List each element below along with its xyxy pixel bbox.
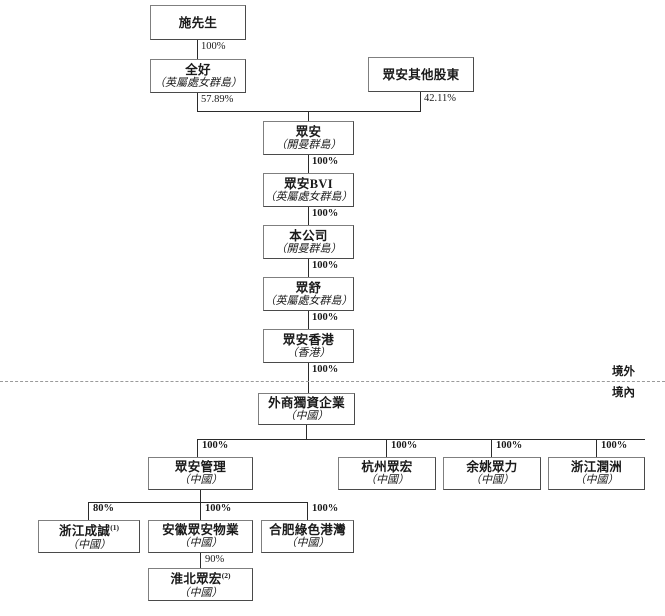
node-huaibei-label: 淮北眾宏 [170,572,222,587]
node-zhongshu-name: 眾舒 [295,280,322,295]
node-zhongan-hk-place: （香港） [286,346,331,359]
offshore-onshore-divider [0,381,665,382]
pct-others-to-zhongan: 42.11% [424,93,456,104]
pct-bvi-to-company: 100% [312,208,339,219]
node-quanhao-place: （英屬處女群島） [154,76,242,89]
connector-wfoe-to-hangzhou [386,439,387,457]
pct-zhongan-to-bvi: 100% [312,156,339,167]
node-huaibei-place: （中國） [178,586,223,599]
pct-zhongshu-to-hk: 100% [312,312,339,323]
node-yuyao-name: 余姚眾力 [466,460,518,474]
connector-wfoe-to-yuyao [491,439,492,457]
connector-quanhao-down [197,93,198,111]
node-quanhao: 全好 （英屬處女群島） [150,59,246,93]
node-company: 本公司 （開曼群島） [263,225,354,259]
node-zhongan-hk-name: 眾安香港 [282,332,335,347]
node-huaibei-name: 淮北眾宏(2) [171,569,231,586]
connector-hk-to-wfoe [308,363,309,393]
node-company-name: 本公司 [289,228,328,243]
node-zhongan-bvi-name: 眾安BVI [284,176,333,191]
node-zhejiang-runzhou-place: （中國） [574,474,619,486]
connector-company-to-zhongshu [308,259,309,277]
node-yuyao-place: （中國） [470,474,514,486]
node-zhongan-mgmt-place: （中國） [178,474,223,486]
footnote-marker-1: (1) [110,523,119,533]
node-other-shareholders-name: 眾安其他股東 [382,67,460,82]
pct-company-to-zhongshu: 100% [312,260,339,271]
node-zhejiang-chengcheng: 浙江成誠(1) （中國） [38,520,140,553]
connector-anhui-to-huaibei [200,553,201,568]
pct-anhui-to-huaibei: 90% [205,554,225,565]
node-zhongan-place: （開曼群島） [275,138,342,151]
connector-mgmt-to-zhejiang-cc [88,502,89,520]
connector-other-shareholders-down [420,92,421,111]
node-hangzhou: 杭州眾宏 （中國） [338,457,436,490]
node-hefei: 合肥綠色港灣 （中國） [261,520,354,553]
node-hangzhou-name: 杭州眾宏 [361,460,413,474]
pct-mgmt-to-hefei: 100% [312,503,339,514]
node-zhejiang-runzhou-name: 浙江潤洲 [570,460,623,474]
node-zhejiang-chengcheng-name: 浙江成誠(1) [59,521,119,538]
connector-bus-to-zhongan [197,111,421,112]
node-other-shareholders: 眾安其他股東 [368,57,474,92]
pct-wfoe-to-yuyao: 100% [496,440,523,451]
pct-quanhao-to-zhongan: 57.89% [201,94,234,105]
node-wfoe-place: （中國） [284,409,329,422]
node-zhongan: 眾安 （開曼群島） [263,121,354,155]
label-offshore: 境外 [612,366,635,378]
connector-bvi-to-company [308,207,309,225]
connector-mgmt-to-anhui [200,502,201,520]
pct-wfoe-to-hangzhou: 100% [391,440,418,451]
node-zhongan-bvi: 眾安BVI （英屬處女群島） [263,173,354,207]
node-hangzhou-place: （中國） [365,474,409,486]
pct-wfoe-to-mgmt: 100% [202,440,229,451]
connector-mgmt-to-hefei [307,502,308,520]
connector-shi-to-quanhao [197,40,198,59]
footnote-marker-2: (2) [221,571,231,581]
node-wfoe-name: 外商獨資企業 [268,395,345,410]
node-zhongan-name: 眾安 [295,124,322,139]
connector-wfoe-bus [197,439,645,440]
node-zhejiang-chengcheng-label: 浙江成誠 [59,524,111,539]
node-anhui-place: （中國） [178,537,223,549]
node-zhejiang-runzhou: 浙江潤洲 （中國） [548,457,645,490]
node-hefei-name: 合肥綠色港灣 [269,523,346,537]
connector-wfoe-to-mgmt [197,439,198,457]
node-wfoe: 外商獨資企業 （中國） [258,393,355,425]
node-zhongan-mgmt: 眾安管理 （中國） [148,457,253,490]
node-zhongan-hk: 眾安香港 （香港） [263,329,354,363]
node-mr-shi-name: 施先生 [178,15,218,30]
pct-wfoe-to-zhejiang-rz: 100% [601,440,628,451]
node-zhongan-mgmt-name: 眾安管理 [174,460,227,474]
connector-wfoe-to-zhejiang-rz [596,439,597,457]
node-zhongan-bvi-place: （英屬處女群島） [264,190,353,203]
connector-zhongan-to-bvi [308,155,309,173]
connector-bus-drop-zhongan [308,111,309,121]
node-quanhao-name: 全好 [185,62,211,77]
node-mr-shi: 施先生 [150,5,246,40]
node-hefei-place: （中國） [285,537,330,549]
node-zhongshu: 眾舒 （英屬處女群島） [263,277,354,311]
pct-hk-to-wfoe: 100% [312,364,339,375]
connector-zhongshu-to-hk [308,311,309,329]
node-zhongshu-place: （英屬處女群島） [264,294,353,307]
node-anhui-name: 安徽眾安物業 [162,523,239,537]
label-onshore: 境內 [612,387,635,399]
node-yuyao: 余姚眾力 （中國） [443,457,541,490]
pct-shi-to-quanhao: 100% [201,41,226,52]
pct-mgmt-to-zhejiang-cc: 80% [93,503,114,514]
node-company-place: （開曼群島） [275,242,342,255]
connector-mgmt-bus [88,502,307,503]
node-anhui: 安徽眾安物業 （中國） [148,520,253,553]
node-huaibei: 淮北眾宏(2) （中國） [148,568,253,601]
connector-wfoe-down [306,425,307,439]
pct-mgmt-to-anhui: 100% [205,503,232,514]
connector-mgmt-down [200,490,201,502]
node-zhejiang-chengcheng-place: （中國） [67,538,111,551]
